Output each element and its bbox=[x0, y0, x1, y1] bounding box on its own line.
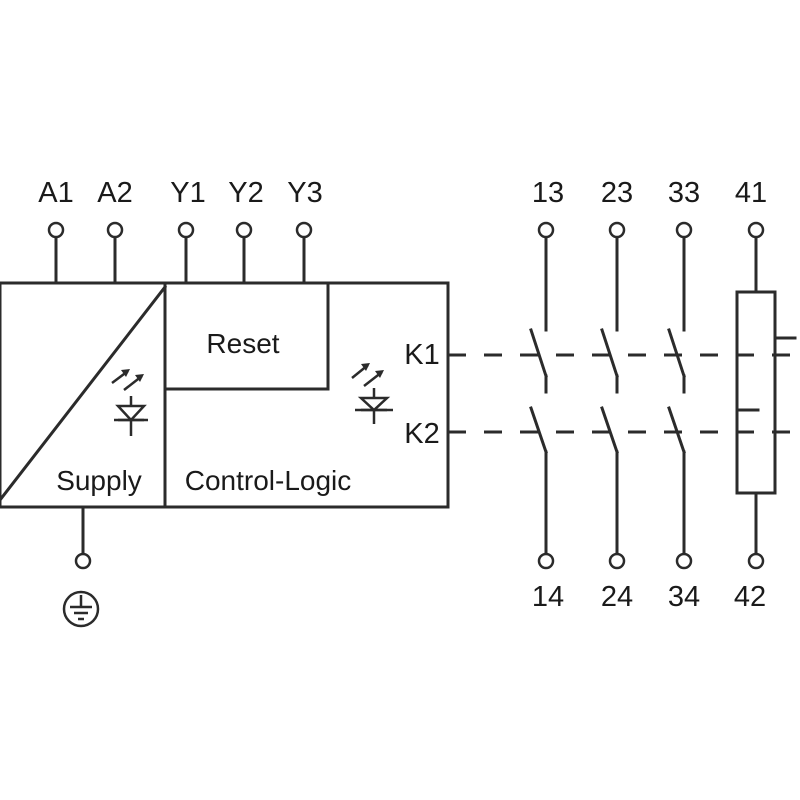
reset-label: Reset bbox=[206, 328, 279, 359]
label-y1: Y1 bbox=[170, 177, 205, 209]
label-y3: Y3 bbox=[287, 177, 322, 209]
label-41: 41 bbox=[735, 177, 767, 209]
output-contact-33-34: 33 34 bbox=[667, 177, 700, 613]
control-logic-label: Control-Logic bbox=[185, 465, 352, 496]
led-icon bbox=[111, 369, 148, 436]
label-42: 42 bbox=[734, 581, 766, 613]
label-33: 33 bbox=[668, 177, 700, 209]
output-contact-23-24: 23 24 bbox=[600, 177, 633, 613]
label-14: 14 bbox=[532, 581, 564, 613]
label-a1: A1 bbox=[38, 177, 73, 209]
supply-diagonal bbox=[0, 284, 168, 503]
terminal-a2 bbox=[106, 221, 124, 239]
terminal-y2 bbox=[235, 221, 253, 239]
normally-open-contact-icon bbox=[667, 328, 686, 454]
terminal-a1 bbox=[47, 221, 65, 239]
input-terminals: A1 A2 Y1 Y2 Y3 bbox=[38, 177, 323, 285]
label-a2: A2 bbox=[97, 177, 132, 209]
ground-icon bbox=[62, 590, 100, 628]
label-34: 34 bbox=[668, 581, 700, 613]
k1-label: K1 bbox=[404, 339, 439, 371]
label-24: 24 bbox=[601, 581, 633, 613]
k2-label: K2 bbox=[404, 418, 439, 450]
supply-label: Supply bbox=[56, 465, 142, 496]
output-contact-13-14: 13 14 bbox=[529, 177, 564, 613]
output-contact-41-42: 41 42 bbox=[734, 177, 797, 613]
label-y2: Y2 bbox=[228, 177, 263, 209]
normally-open-contact-icon bbox=[600, 328, 619, 454]
normally-closed-contact-icon bbox=[735, 290, 797, 495]
terminal-y3 bbox=[295, 221, 313, 239]
ground-terminal bbox=[62, 505, 100, 628]
terminal-y1 bbox=[177, 221, 195, 239]
normally-open-contact-icon bbox=[529, 328, 548, 454]
led-icon bbox=[351, 363, 393, 424]
label-13: 13 bbox=[532, 177, 564, 209]
label-23: 23 bbox=[601, 177, 633, 209]
reset-block bbox=[163, 281, 330, 391]
